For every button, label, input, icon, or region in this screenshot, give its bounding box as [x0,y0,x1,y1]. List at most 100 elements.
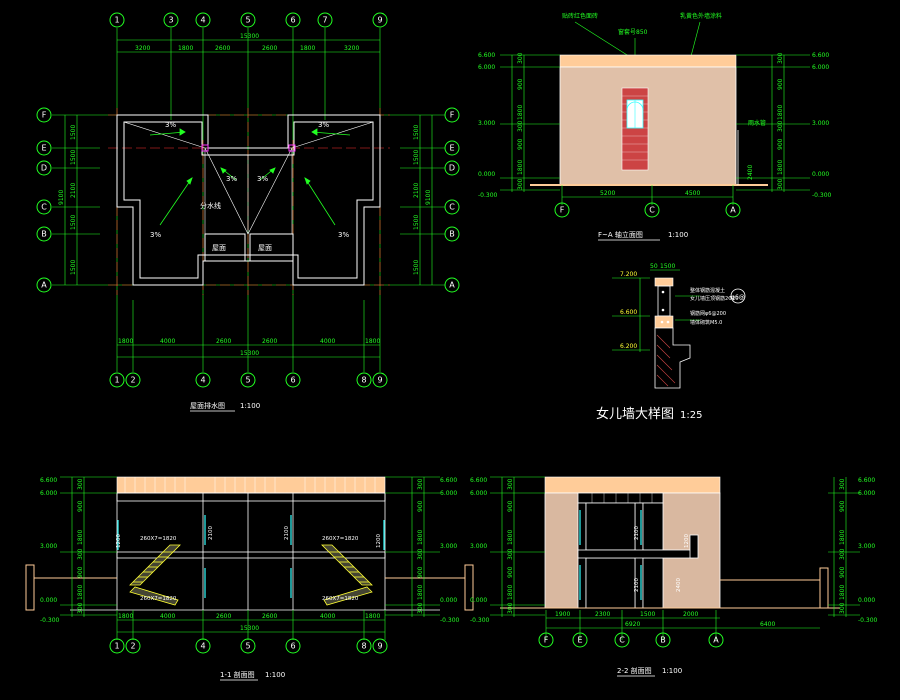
dimension: 1500 [70,260,77,275]
dimension: 2600 [215,45,230,52]
stair-dim: 260X7=1820 [322,596,359,602]
dimension: 1800 [77,530,84,545]
dimension: 300 [517,52,524,64]
level: 6.000 [478,64,495,71]
dimension: 2600 [262,613,277,620]
grid-bubble: 6 [290,642,295,651]
grid-bubble: 4 [200,642,205,651]
dimension: 300 [507,478,514,490]
level: 7.200 [620,271,637,278]
dimension: 1500 [413,215,420,230]
level: 6.600 [40,477,57,484]
dimension: 1500 [413,260,420,275]
ridge-label: 分水线 [200,201,221,210]
level: 6.000 [440,490,457,497]
grid-bubble: 2 [130,376,135,385]
grid-bubble: 1 [114,642,119,651]
dimension: 2600 [216,613,231,620]
grid-bubble: C [619,636,625,645]
elevation-scale: 1:100 [668,231,688,239]
grid-bubble: 1 [114,376,119,385]
dimension: 1800 [365,338,380,345]
dimension: 1500 [70,215,77,230]
roof-plan: 3% 3% 3% 3% 3% 3% 分水线 屋面 屋面 1 3 4 5 6 7 … [36,12,460,412]
grid-bubble: E [577,636,582,645]
section-scale: 1:100 [662,667,682,675]
room-label: 屋面 [212,244,226,252]
level: -0.300 [478,192,498,199]
level: 6.600 [478,52,495,59]
dimension: 9100 [425,190,432,205]
grid-bubble: 9 [377,376,382,385]
level: 3.000 [858,543,875,550]
grid-bubble: 5 [245,376,250,385]
dimension: 300 [839,478,846,490]
grid-bubble: D [449,164,455,173]
grid-bubble: B [660,636,666,645]
level: 6.000 [470,490,487,497]
dimension: 900 [777,78,784,90]
section-scale: 1:100 [265,671,285,679]
height-mark: 2400 [676,578,682,592]
grid-bubble: A [730,206,736,215]
level: 6.000 [812,64,829,71]
grid-bubble: C [41,203,47,212]
dimension: 15300 [240,33,259,40]
dimension: 1800 [118,613,133,620]
grid-bubble: A [41,281,47,290]
dimension: 4000 [160,613,175,620]
dimension: 300 [417,602,424,614]
dimension: 1800 [517,160,524,175]
dimension: 1800 [517,105,524,120]
dimension: 900 [517,138,524,150]
level: 0.000 [470,597,487,604]
dimension: 300 [777,120,784,132]
level: 0.000 [40,597,57,604]
level: -0.300 [858,617,878,624]
level: 6.600 [858,477,875,484]
dimension: 15300 [240,350,259,357]
height-mark: 2100 [284,526,290,540]
grid-bubble: 4 [200,16,205,25]
dimension: 6400 [760,621,775,628]
dimension: 1900 [555,611,570,618]
dimension: 2600 [262,45,277,52]
dimension: 4000 [320,338,335,345]
dimension: 2100 [413,183,420,198]
note: 钢筋网φ6@200 [690,310,726,317]
parapet-detail: 7.200 6.600 6.200 50 1500 整体钢筋混凝土 女儿墙压顶钢… [596,263,746,422]
grid-bubble: 4 [200,376,205,385]
dimension: 1500 [413,150,420,165]
dimension: 300 [507,548,514,560]
dimension: 2100 [70,183,77,198]
dimension: 1500 [640,611,655,618]
dimension: 900 [417,500,424,512]
dimension: 1800 [178,45,193,52]
dimension: 1500 [413,125,420,140]
level: 0.000 [440,597,457,604]
note: 雨水管 [748,119,766,127]
level: 3.000 [470,543,487,550]
slope-label: 3% [165,121,176,129]
level: 3.000 [440,543,457,550]
grid-bubble: A [713,636,719,645]
grid-bubble: 8 [361,642,366,651]
dimension: 2400 [747,165,754,180]
detail-scale: 1:25 [680,410,702,421]
dimension: 1500 [70,125,77,140]
dimension: 300 [777,52,784,64]
grid-bubble: 7 [322,16,327,25]
grid-bubble: A [449,281,455,290]
stair-dim: 260X7=1820 [322,536,359,542]
dimension: 2000 [683,611,698,618]
grid-bubble: C [449,203,455,212]
plan-scale: 1:100 [240,402,260,410]
height-mark: 2100 [208,526,214,540]
level: -0.300 [40,617,60,624]
section-title: 1-1 剖面图 [220,670,255,679]
level: 3.000 [478,120,495,127]
dimension: 300 [77,478,84,490]
level: 3.000 [40,543,57,550]
note: 墙体砌筑M5.0 [690,319,722,326]
level: 6.000 [858,490,875,497]
